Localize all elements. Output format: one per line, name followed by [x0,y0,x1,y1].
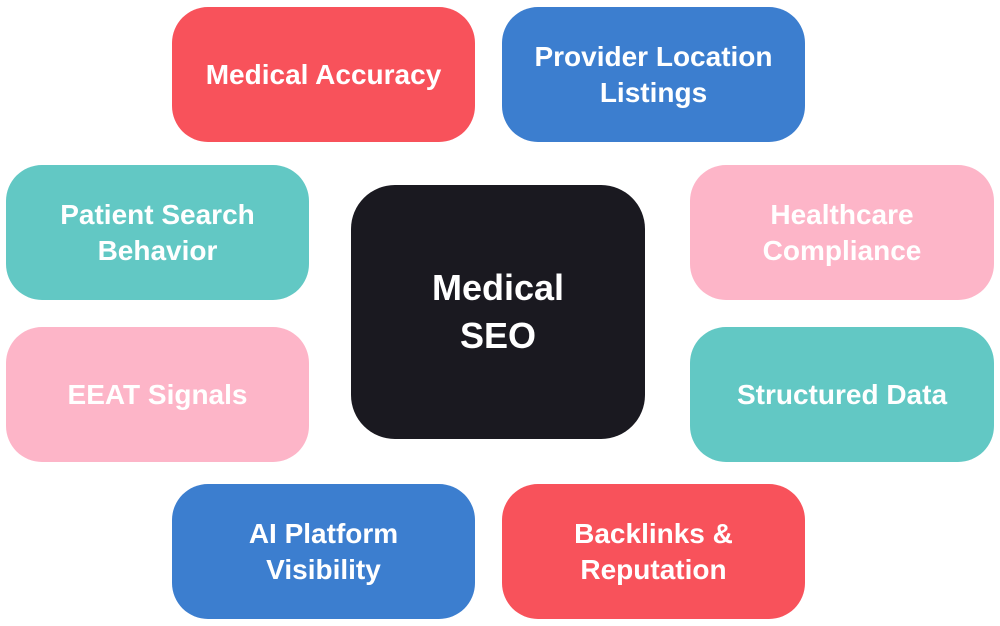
node-structured-data: Structured Data [690,327,994,462]
center-node-medical-seo: Medical SEO [351,185,645,439]
node-patient-search-behavior: Patient Search Behavior [6,165,309,300]
node-provider-location-listings: Provider Location Listings [502,7,805,142]
node-backlinks-reputation: Backlinks & Reputation [502,484,805,619]
node-healthcare-compliance: Healthcare Compliance [690,165,994,300]
node-medical-accuracy: Medical Accuracy [172,7,475,142]
node-eeat-signals: EEAT Signals [6,327,309,462]
node-ai-platform-visibility: AI Platform Visibility [172,484,475,619]
